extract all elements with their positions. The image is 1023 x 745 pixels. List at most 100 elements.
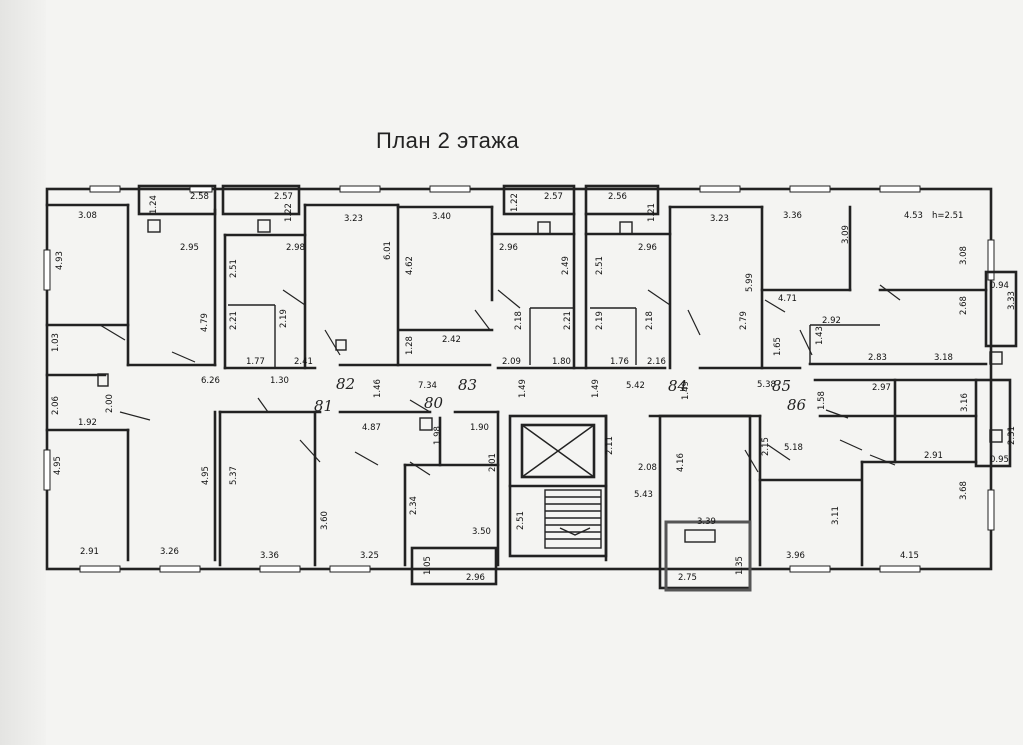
- dim-label: 1.65: [773, 337, 783, 356]
- window: [429, 185, 471, 193]
- window: [43, 449, 51, 491]
- dim-label: 1.43: [815, 326, 825, 345]
- dim-label: 2.21: [229, 311, 239, 330]
- apartment-number-86: 86: [787, 396, 807, 414]
- dim-label: 1.35: [735, 556, 745, 575]
- dim-label: 3.11: [831, 506, 841, 525]
- dim-label: 2.51: [229, 259, 239, 278]
- dim-label: 2.96: [466, 573, 485, 583]
- dim-label: 2.01: [488, 453, 498, 472]
- dim-label: 1.46: [373, 379, 383, 398]
- window: [339, 185, 381, 193]
- dim-label: 2.19: [595, 311, 605, 330]
- dim-label: 4.71: [778, 294, 797, 304]
- dim-label: 2.19: [279, 309, 289, 328]
- window: [987, 489, 995, 531]
- dim-label: 3.40: [432, 212, 451, 222]
- dim-label: 2.91: [924, 451, 943, 461]
- dim-label: 5.38: [757, 380, 776, 390]
- dim-label: 1.28: [405, 336, 415, 355]
- dim-label: 3.36: [260, 551, 279, 561]
- dim-label: 4.53: [904, 211, 923, 221]
- window: [259, 565, 301, 573]
- dim-label: 1.90: [470, 423, 489, 433]
- balcony: [137, 184, 217, 216]
- dim-label: 3.08: [78, 211, 97, 221]
- dim-label: 1.22: [284, 203, 294, 222]
- dim-label: 3.96: [786, 551, 805, 561]
- dim-label: 2.31: [1007, 426, 1017, 445]
- dim-label: 2.97: [872, 383, 891, 393]
- dim-label: 2.51: [516, 511, 526, 530]
- dim-label: 3.23: [344, 214, 363, 224]
- balcony: [221, 184, 301, 216]
- dim-label: 5.18: [784, 443, 803, 453]
- apartment-number-85: 85: [772, 377, 791, 395]
- dim-label: 2.51: [595, 256, 605, 275]
- balcony: [584, 184, 660, 216]
- dim-label: 5.37: [229, 466, 239, 485]
- dim-label: 2.57: [274, 192, 293, 202]
- dim-label: 1.80: [552, 357, 571, 367]
- apartment-number-82: 82: [336, 375, 355, 393]
- dim-label: 2.68: [959, 296, 969, 315]
- dim-label: 1.49: [518, 379, 528, 398]
- loggia: [664, 520, 752, 592]
- dim-label: 4.62: [405, 256, 415, 275]
- dim-label: 3.23: [710, 214, 729, 224]
- dim-label: 2.15: [761, 437, 771, 456]
- dim-label: 3.18: [934, 353, 953, 363]
- dim-label: 1.76: [610, 357, 629, 367]
- dim-label: 1.49: [591, 379, 601, 398]
- apartment-number-81: 81: [314, 397, 333, 415]
- dim-label: 1.77: [246, 357, 265, 367]
- dim-label: 2.18: [514, 311, 524, 330]
- dim-label: 1.49: [681, 381, 691, 400]
- dimension-labels: 3.08 4.93 1.24 2.58 2.95 4.79 1.22 2.57 …: [51, 192, 1017, 583]
- apartment-number-83: 83: [458, 376, 477, 394]
- window: [329, 565, 371, 573]
- dim-label: 1.92: [78, 418, 97, 428]
- dim-label: 2.83: [868, 353, 887, 363]
- window: [699, 185, 741, 193]
- window: [879, 185, 921, 193]
- dim-label: 2.11: [605, 436, 615, 455]
- elevator-shaft: [520, 423, 596, 479]
- dim-label: 3.39: [697, 517, 716, 527]
- dim-label: 2.21: [563, 311, 573, 330]
- dim-label: 2.57: [544, 192, 563, 202]
- dim-label: 1.58: [817, 391, 827, 410]
- window: [43, 249, 51, 291]
- dim-label: 3.08: [959, 246, 969, 265]
- window: [987, 239, 995, 281]
- dim-label: 5.43: [634, 490, 653, 500]
- dim-label: 2.41: [294, 357, 313, 367]
- dim-label: 3.36: [783, 211, 802, 221]
- dim-label: 2.79: [739, 311, 749, 330]
- dim-label: 4.16: [676, 453, 686, 472]
- dim-label: 4.95: [53, 456, 63, 475]
- dim-label: 4.87: [362, 423, 381, 433]
- dim-label: 0.95: [990, 455, 1009, 465]
- dim-label: 2.08: [638, 463, 657, 473]
- dim-label: 3.33: [1007, 291, 1017, 310]
- dim-label: 1.05: [423, 556, 433, 575]
- dim-label: 2.42: [442, 335, 461, 345]
- dim-label: 7.34: [418, 381, 437, 391]
- dim-label: 2.58: [190, 192, 209, 202]
- dim-label: 1.21: [647, 203, 657, 222]
- dim-label: 4.15: [900, 551, 919, 561]
- dim-label: 3.25: [360, 551, 379, 561]
- interior-walls: [45, 203, 988, 567]
- dim-label: 3.68: [959, 481, 969, 500]
- dim-label: 2.00: [105, 394, 115, 413]
- dim-label: 2.49: [561, 256, 571, 275]
- ceiling-height-note: h=2.51: [932, 211, 963, 221]
- dim-label: 1.03: [51, 333, 61, 352]
- dim-label: 2.56: [608, 192, 627, 202]
- balcony: [502, 184, 576, 216]
- window: [879, 565, 921, 573]
- dim-label: 2.92: [822, 316, 841, 326]
- dim-label: 2.91: [80, 547, 99, 557]
